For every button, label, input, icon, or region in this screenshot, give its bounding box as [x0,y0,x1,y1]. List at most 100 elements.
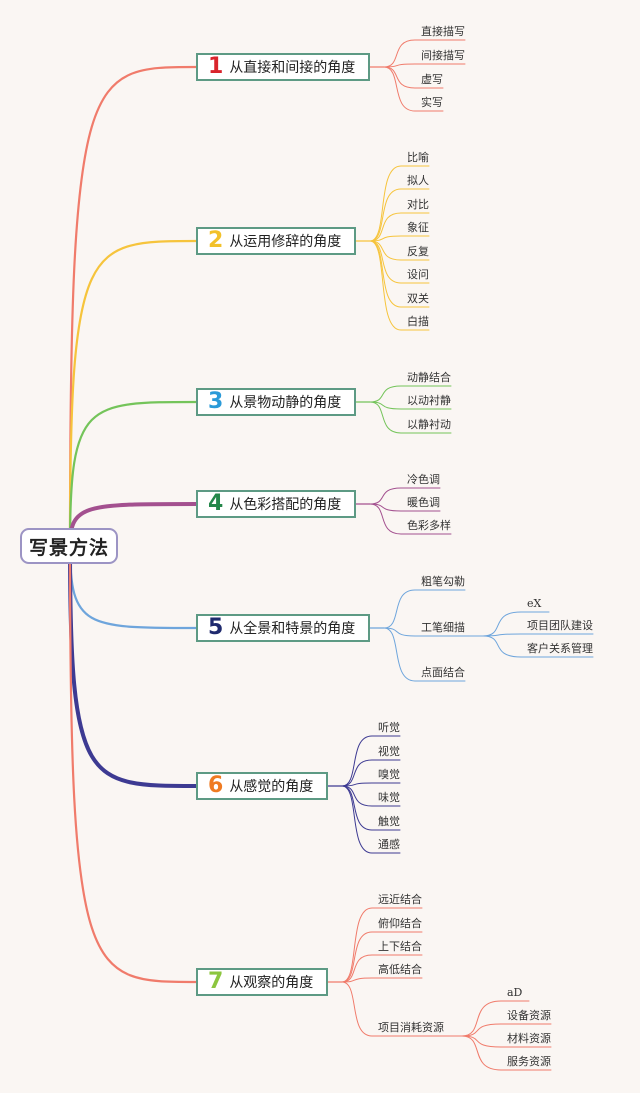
branch-number: 5 [208,615,224,640]
leaf-connector [369,212,430,242]
subleaf-connector [461,1000,530,1037]
branch-number: 3 [208,389,224,414]
root-label: 写景方法 [28,536,109,559]
leaf-node[interactable]: 视觉 [378,745,400,758]
leaf-node[interactable]: 粗笔勾勒 [421,575,465,588]
leaf-connector [341,759,401,787]
leaf-connector [369,385,452,403]
subleaf-connector [461,1023,552,1037]
leaf-node[interactable]: 上下结合 [378,940,422,953]
subleaf-node[interactable]: 服务资源 [507,1055,551,1068]
leaf-node[interactable]: 暖色调 [407,496,440,509]
leaf-connector [341,785,401,807]
leaf-connector [341,785,401,854]
branch-label: 从色彩搭配的角度 [229,497,342,513]
branch-label: 从感觉的角度 [229,779,314,795]
leaf-node[interactable]: 嗅觉 [378,768,400,781]
leaf-node[interactable]: 点面结合 [421,666,465,679]
leaf-connector [369,165,430,242]
subleaf-node[interactable]: 项目团队建设 [527,619,593,632]
leaf-node[interactable]: 象征 [407,221,429,234]
leaf-connector [369,401,452,410]
leaf-connector [341,735,401,787]
leaf-node[interactable]: 动静结合 [407,371,451,384]
subleaf-node[interactable]: 设备资源 [507,1009,551,1022]
leaf-connector [369,240,430,261]
leaf-connector [383,627,466,682]
subleaf-node[interactable]: aD [507,986,523,999]
leaf-node[interactable]: 白描 [407,315,429,328]
leaf-node[interactable]: 触觉 [378,815,400,828]
leaf-node[interactable]: 反复 [407,245,429,258]
leaf-connector [369,503,452,535]
leaf-node[interactable]: 拟人 [407,174,429,187]
leaf-node[interactable]: 设问 [407,268,429,281]
leaf-node[interactable]: 直接描写 [421,25,465,38]
leaf-node[interactable]: 以静衬动 [407,418,451,431]
branch-connector [68,544,198,788]
leaf-connector [369,487,441,505]
subleaf-node[interactable]: 材料资源 [507,1032,551,1045]
branch-number: 6 [208,773,224,798]
subleaf-connector [461,1035,552,1071]
leaf-node[interactable]: 通感 [378,838,400,851]
subleaf-node[interactable]: eX [527,597,542,610]
branch-label: 从全景和特景的角度 [229,621,356,637]
branch-label: 从直接和间接的角度 [229,60,356,76]
subleaf-connector [461,1035,552,1048]
leaf-connector [369,240,430,284]
leaf-connector [369,240,430,331]
subleaf-connector [482,633,594,637]
leaf-node[interactable]: 味觉 [378,791,400,804]
leaf-node[interactable]: 俯仰结合 [378,917,422,930]
leaf-connector [341,782,401,787]
leaf-node[interactable]: 色彩多样 [407,519,451,532]
leaf-node[interactable]: 以动衬静 [407,394,451,407]
leaf-node[interactable]: 实写 [421,96,443,109]
leaf-node[interactable]: 间接描写 [421,49,465,62]
branch-node[interactable]: 7 从观察的角度 [196,968,328,996]
branch-label: 从观察的角度 [229,975,314,991]
subleaf-node[interactable]: 客户关系管理 [527,642,593,655]
branch-node[interactable]: 4 从色彩搭配的角度 [196,490,356,518]
leaf-connector [369,235,430,242]
leaf-connector [341,981,449,1037]
leaf-node[interactable]: 工笔细描 [421,621,465,634]
leaf-connector [341,931,423,983]
leaf-node[interactable]: 听觉 [378,721,400,734]
subleaf-connector [482,611,550,637]
leaf-connector [369,188,430,242]
leaf-node[interactable]: 高低结合 [378,963,422,976]
leaf-connector [369,401,452,434]
branch-node[interactable]: 3 从景物动静的角度 [196,388,356,416]
branch-connector [68,65,198,548]
leaf-node[interactable]: 对比 [407,198,429,211]
root-node[interactable]: 写景方法 [20,528,118,564]
branch-label: 从运用修辞的角度 [229,234,342,250]
leaf-node[interactable]: 双关 [407,292,429,305]
subleaf-connector [482,635,594,658]
leaf-node[interactable]: 远近结合 [378,893,422,906]
branch-node[interactable]: 5 从全景和特景的角度 [196,614,370,642]
branch-node[interactable]: 6 从感觉的角度 [196,772,328,800]
leaf-connector [383,589,466,629]
leaf-connector [341,977,423,983]
branch-connector [68,239,198,548]
leaf-node[interactable]: 虚写 [421,73,443,86]
branch-connector [68,400,198,548]
leaf-node[interactable]: 项目消耗资源 [378,1021,444,1034]
branch-number: 7 [208,969,224,994]
leaf-node[interactable]: 比喻 [407,151,429,164]
branch-label: 从景物动静的角度 [229,395,342,411]
leaf-connector [383,63,466,68]
leaf-connector [383,39,466,68]
leaf-connector [383,66,444,89]
leaf-connector [383,627,470,637]
branch-number: 4 [208,491,224,516]
leaf-connector [369,503,441,512]
branch-node[interactable]: 2 从运用修辞的角度 [196,227,356,255]
leaf-node[interactable]: 冷色调 [407,473,440,486]
branch-number: 2 [208,228,224,253]
